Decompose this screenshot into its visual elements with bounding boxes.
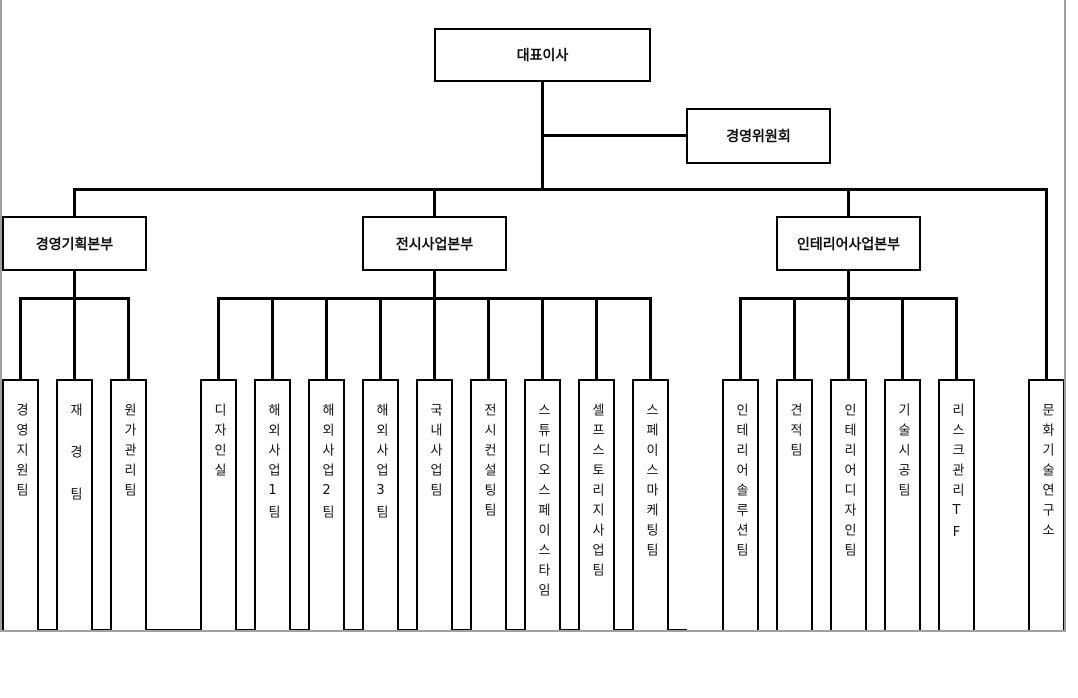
team-box: 셀프스토리지사업팀 (578, 379, 615, 630)
team-label: 인테리어솔루션팀 (733, 403, 748, 563)
division-label: 전시사업본부 (395, 236, 474, 253)
connector (433, 269, 436, 299)
team-label: 경영지원팀 (13, 403, 28, 503)
division-label: 인테리어사업본부 (796, 236, 901, 253)
connector (595, 298, 598, 380)
division-label: 경영기획본부 (35, 236, 114, 253)
connector (217, 298, 220, 380)
team-label: 해외사업2팀 (319, 403, 334, 525)
connector (433, 298, 436, 380)
team-label: 스튜디오스페이스타임 (535, 403, 550, 603)
team-label: 스페이스마케팅팀 (643, 403, 658, 563)
connector (542, 134, 687, 137)
division-box: 인테리어사업본부 (776, 216, 921, 271)
team-label: 견적팀 (787, 403, 802, 463)
institute-box: 문화기술연구소 (1028, 379, 1064, 630)
connector (73, 188, 1048, 191)
team-box: 해외사업2팀 (308, 379, 345, 630)
connector (325, 298, 328, 380)
team-label: 인테리어디자인팀 (841, 403, 856, 563)
team-box: 해외사업1팀 (254, 379, 291, 630)
team-box: 스페이스마케팅팀 (632, 379, 669, 630)
connector (73, 188, 76, 217)
connector (73, 298, 76, 380)
team-box: 해외사업3팀 (362, 379, 399, 630)
connector (541, 298, 544, 380)
committee-label: 경영위원회 (726, 129, 791, 145)
team-box: 인테리어디자인팀 (830, 379, 867, 630)
connector (649, 298, 652, 380)
team-box: 재 경 팀 (56, 379, 93, 630)
connector (847, 298, 850, 380)
division-box: 전시사업본부 (362, 216, 507, 271)
connector (127, 298, 130, 380)
team-box: 국내사업팀 (416, 379, 453, 630)
committee-box: 경영위원회 (686, 108, 831, 164)
connector (433, 188, 436, 217)
connector (847, 269, 850, 299)
connector (271, 298, 274, 380)
division-box: 경영기획본부 (2, 216, 147, 271)
org-chart-canvas: 대표이사 경영위원회 경영기획본부 전시사업본부 인테리어사업본부 경영지원팀 재… (0, 0, 1066, 632)
team-box: 원가관리팀 (110, 379, 147, 630)
connector (739, 298, 742, 380)
team-box: 리스크관리TF (938, 379, 975, 630)
team-box: 기술시공팀 (884, 379, 921, 630)
connector (379, 298, 382, 380)
team-label: 원가관리팀 (121, 403, 136, 503)
team-box: 인테리어솔루션팀 (722, 379, 759, 630)
team-box: 경영지원팀 (2, 379, 39, 630)
connector (487, 298, 490, 380)
connector (1045, 188, 1048, 380)
connector (793, 298, 796, 380)
connector (955, 298, 958, 380)
team-label: 해외사업1팀 (265, 403, 280, 525)
connector (901, 298, 904, 380)
team-label: 전시컨설팅팀 (481, 403, 496, 523)
team-box: 스튜디오스페이스타임 (524, 379, 561, 630)
team-label: 국내사업팀 (427, 403, 442, 503)
institute-label: 문화기술연구소 (1039, 403, 1054, 543)
ceo-label: 대표이사 (516, 48, 569, 64)
team-label: 디자인실 (211, 403, 226, 483)
team-label: 재 경 팀 (67, 403, 82, 507)
team-box: 견적팀 (776, 379, 813, 630)
connector (19, 298, 22, 380)
team-label: 기술시공팀 (895, 403, 910, 503)
ceo-box: 대표이사 (434, 28, 651, 82)
team-box: 전시컨설팅팀 (470, 379, 507, 630)
connector (847, 188, 850, 217)
connector (73, 269, 76, 299)
team-label: 셀프스토리지사업팀 (589, 403, 604, 583)
team-box: 디자인실 (200, 379, 237, 630)
team-label: 해외사업3팀 (373, 403, 388, 525)
team-label: 리스크관리TF (949, 403, 964, 547)
